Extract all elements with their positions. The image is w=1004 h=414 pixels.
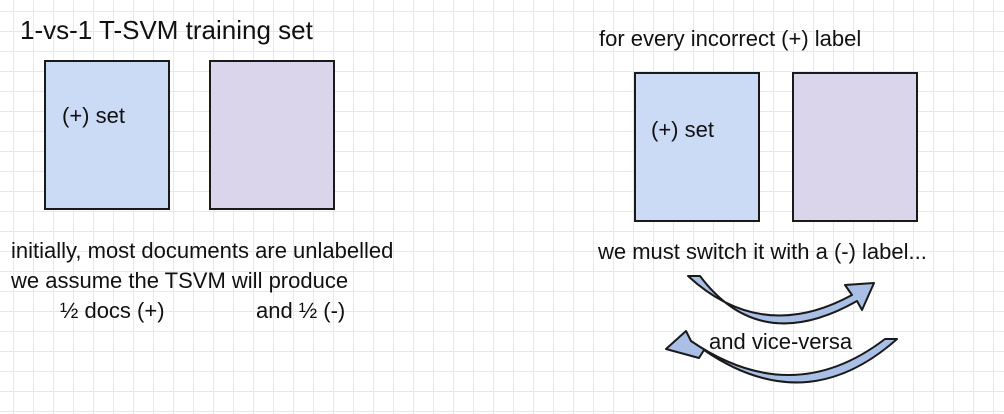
right-positive-set-box: (+) set (634, 72, 760, 222)
switch-label-text: we must switch it with a (-) label... (598, 239, 927, 264)
note-line-2: we assume the TSVM will produce (11, 268, 349, 293)
vice-versa-text: and vice-versa (709, 329, 853, 354)
right-title: for every incorrect (+) label (599, 26, 862, 51)
left-title: 1-vs-1 T-SVM training set (20, 15, 313, 45)
left-positive-set-label: (+) set (62, 103, 125, 128)
half-positive-label: ½ docs (+) (60, 298, 165, 323)
note-line-1: initially, most documents are unlabelled (11, 238, 394, 263)
swap-arrow-forward-icon (687, 275, 875, 325)
right-negative-set-box (792, 72, 918, 222)
swap-arrow-reverse-icon (665, 330, 898, 384)
left-positive-set-box: (+) set (44, 60, 170, 210)
left-negative-set-box (209, 60, 335, 210)
half-negative-label: and ½ (-) (256, 298, 346, 323)
right-positive-set-label: (+) set (651, 117, 714, 142)
